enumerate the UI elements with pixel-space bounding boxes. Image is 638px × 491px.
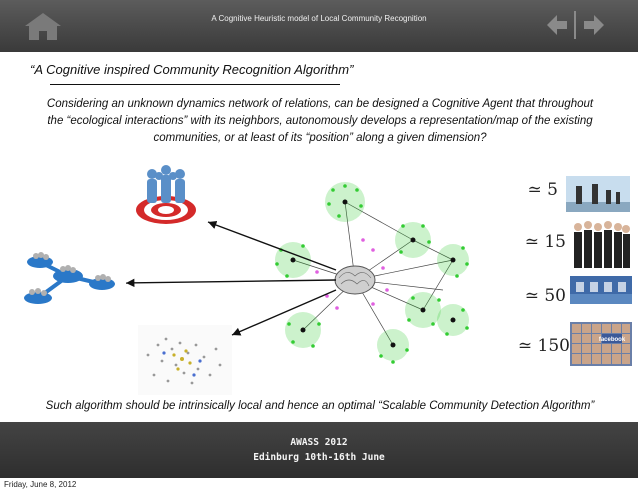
slide-title: A Cognitive Heuristic model of Local Com… — [211, 14, 427, 23]
central-network-graph — [275, 182, 469, 364]
paragraph-line-2: the “ecological interactions” with its n… — [47, 115, 593, 127]
facebook-friends-image: facebook — [570, 322, 632, 366]
bottom-bar — [0, 422, 638, 478]
question-paragraph: Considering an unknown dynamics network … — [14, 96, 626, 147]
conference-location-dates: Edinburg 10th-16th June — [253, 452, 385, 463]
slide: A Cognitive Heuristic model of Local Com… — [0, 0, 638, 478]
paragraph-line-1: Considering an unknown dynamics network … — [46, 98, 594, 110]
conclusion-text: Such algorithm should be intrinsically l… — [45, 400, 595, 412]
home-icon[interactable] — [18, 9, 68, 43]
nav-separator — [574, 11, 576, 39]
scale-label-150: ≃ 150 — [517, 336, 570, 356]
paragraph-line-3: communities, or at least of its “positio… — [153, 132, 487, 144]
connected-groups-image — [24, 252, 115, 304]
slide-date: Friday, June 8, 2012 — [4, 480, 77, 489]
top-bar: A Cognitive Heuristic model of Local Com… — [0, 0, 638, 52]
scatter-network-image — [138, 325, 232, 395]
arrow-right-icon[interactable] — [582, 12, 606, 38]
subtitle-underline — [50, 84, 340, 85]
arrows-layer — [125, 221, 337, 336]
stadium-crowd-image — [570, 276, 632, 304]
conference-name: AWASS 2012 — [290, 437, 348, 448]
facebook-label: facebook — [599, 337, 626, 343]
arrow-left-icon[interactable] — [545, 12, 569, 38]
scale-label-50: ≃ 50 — [524, 286, 566, 306]
scale-label-5: ≃ 5 — [527, 180, 558, 200]
target-group-image — [136, 165, 196, 224]
scale-label-15: ≃ 15 — [524, 232, 566, 252]
family-image — [566, 176, 630, 212]
slide-content — [0, 52, 638, 422]
slide-subtitle: “A Cognitive inspired Community Recognit… — [30, 62, 354, 77]
business-team-image — [570, 218, 632, 270]
